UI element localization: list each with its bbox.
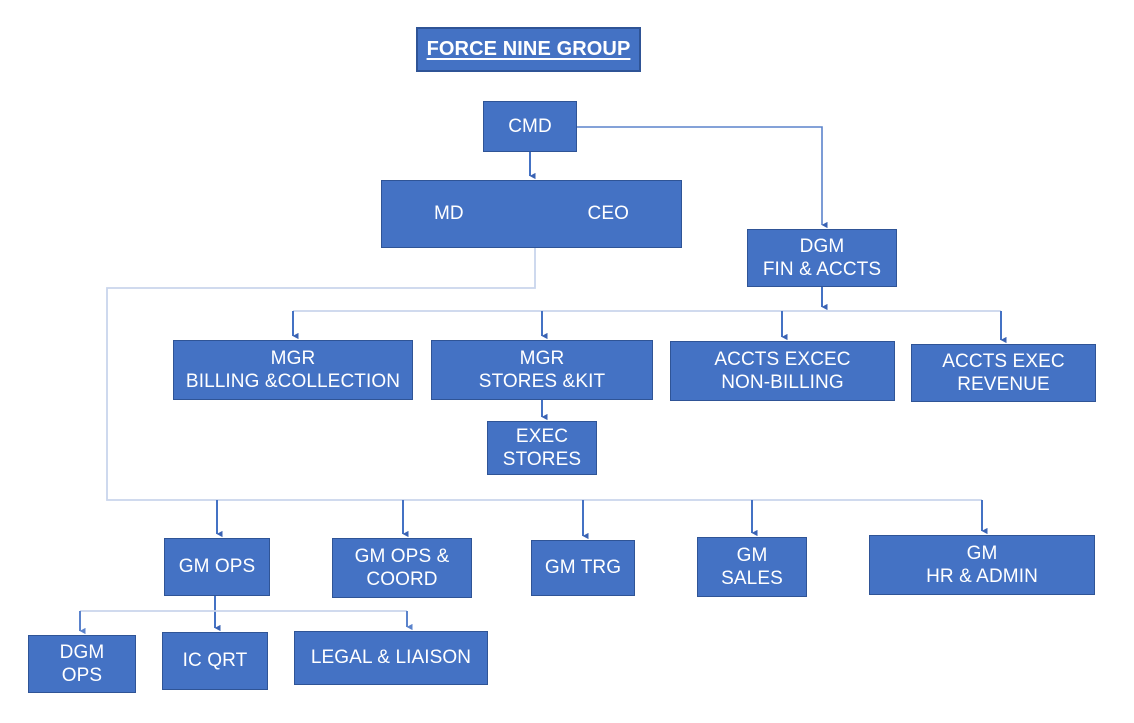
node-mgr-stores-kit[interactable]: MGR STORES &KIT — [431, 340, 653, 400]
node-gm-ops-coord[interactable]: GM OPS & COORD — [332, 538, 472, 598]
node-dgm-fin-accts[interactable]: DGM FIN & ACCTS — [747, 229, 897, 287]
node-label: EXEC STORES — [502, 425, 582, 470]
node-label: GM SALES — [721, 544, 783, 589]
node-dgm-ops[interactable]: DGM OPS — [28, 635, 136, 693]
node-label: MGR STORES &KIT — [478, 347, 606, 392]
node-cmd[interactable]: CMD — [483, 101, 577, 152]
node-label: CMD — [508, 115, 552, 137]
node-gm-ops[interactable]: GM OPS — [164, 538, 270, 596]
node-label: GM OPS — [178, 556, 256, 578]
node-label: FORCE NINE GROUP — [426, 38, 631, 61]
node-md-ceo[interactable]: MD CEO — [381, 180, 682, 248]
node-label: GM HR & ADMIN — [926, 542, 1038, 587]
node-legal-liaison[interactable]: LEGAL & LIAISON — [294, 631, 488, 685]
node-label: DGM OPS — [59, 641, 105, 686]
node-label-ceo: CEO — [587, 203, 629, 225]
node-label: IC QRT — [182, 650, 248, 672]
node-ic-qrt[interactable]: IC QRT — [162, 632, 268, 690]
node-exec-stores[interactable]: EXEC STORES — [487, 421, 597, 475]
node-force-nine-group[interactable]: FORCE NINE GROUP — [416, 27, 641, 72]
node-gm-sales[interactable]: GM SALES — [697, 537, 807, 597]
node-label-md: MD — [434, 203, 464, 225]
node-label: GM OPS & COORD — [354, 545, 450, 590]
node-mgr-billing-collection[interactable]: MGR BILLING &COLLECTION — [173, 340, 413, 400]
node-gm-hr-admin[interactable]: GM HR & ADMIN — [869, 535, 1095, 595]
node-gm-trg[interactable]: GM TRG — [531, 540, 635, 596]
node-label: LEGAL & LIAISON — [310, 647, 472, 669]
node-label: ACCTS EXCEC NON-BILLING — [714, 348, 851, 393]
node-accts-exec-revenue[interactable]: ACCTS EXEC REVENUE — [911, 344, 1096, 402]
node-label: GM TRG — [544, 557, 622, 579]
node-accts-excec-non-billing[interactable]: ACCTS EXCEC NON-BILLING — [670, 341, 895, 401]
node-label: MGR BILLING &COLLECTION — [185, 347, 401, 392]
node-label: ACCTS EXEC REVENUE — [942, 350, 1065, 395]
node-label: DGM FIN & ACCTS — [762, 235, 882, 280]
